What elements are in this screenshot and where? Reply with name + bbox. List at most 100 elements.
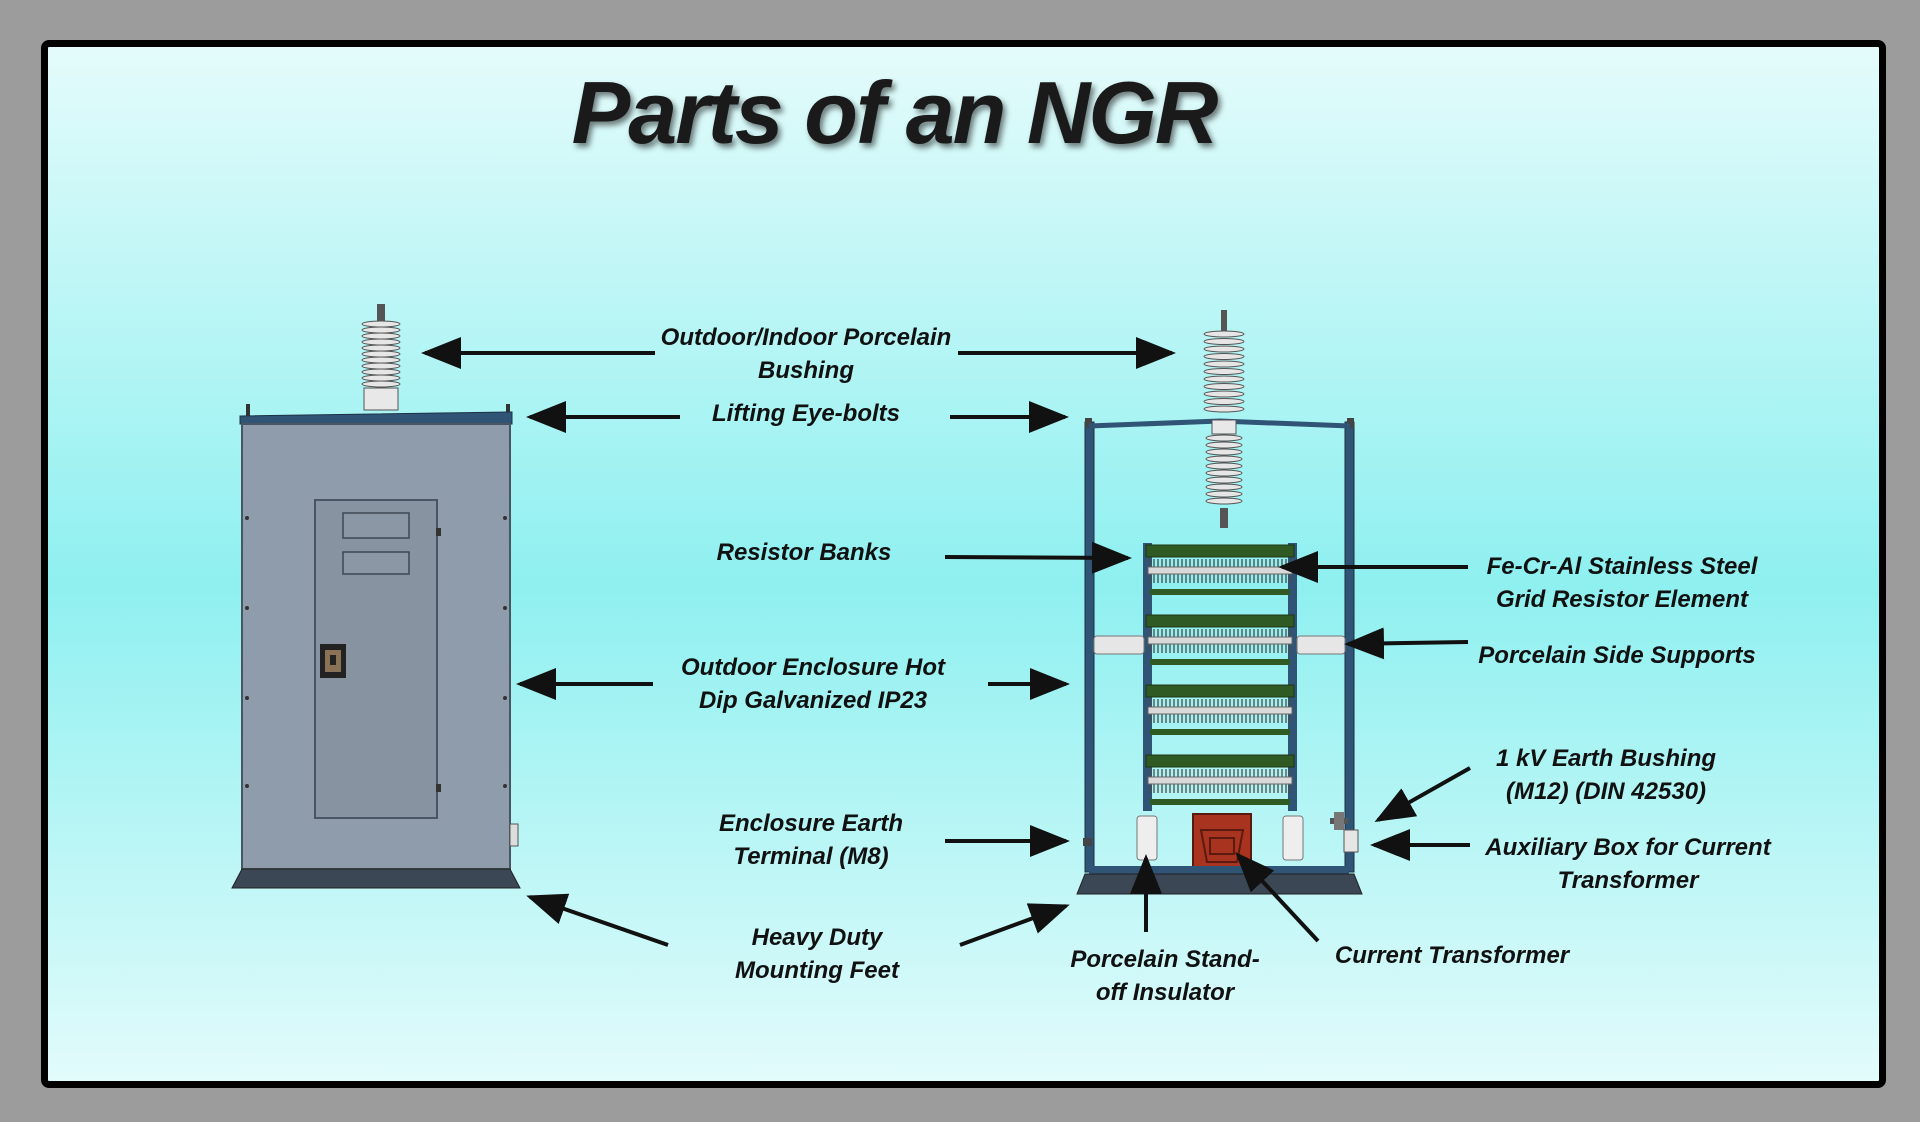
label-mounting-feet-line2: Mounting Feet — [735, 957, 899, 984]
label-outdoor-enclosure-line1: Outdoor Enclosure Hot — [681, 654, 945, 681]
label-enclosure-earth-terminal: Enclosure Earth Terminal (M8) — [611, 807, 1011, 873]
bushing-shed — [1205, 490, 1243, 498]
resistor-bank-stack — [1143, 543, 1297, 811]
bushing-shed — [1203, 338, 1245, 345]
label-lifting-eyebolts: Lifting Eye-bolts — [606, 397, 1006, 430]
bushing-shed — [1203, 360, 1245, 368]
frame-eyebolt-right — [1347, 418, 1354, 428]
label-standoff-insulator: Porcelain Stand- off Insulator — [1015, 943, 1315, 1009]
label-aux-box-line2: Transformer — [1557, 867, 1699, 894]
bushing-shed — [361, 374, 401, 382]
label-grid-resistor-element-line1: Fe-Cr-Al Stainless Steel — [1486, 553, 1758, 580]
bushing-shed — [361, 350, 401, 358]
door-hinge-bottom — [436, 784, 441, 792]
bushing-shed — [1205, 462, 1243, 470]
label-earth-bushing-line1: 1 kV Earth Bushing — [1495, 745, 1717, 772]
cabinet-roof — [239, 411, 513, 425]
cabinet-eyebolt-left — [246, 404, 250, 418]
bushing-shed — [1203, 405, 1245, 413]
resistor-bank — [1145, 544, 1295, 595]
label-current-transformer: Current Transformer — [1302, 939, 1602, 972]
label-porcelain-bushing-line1: Outdoor/Indoor Porcelain — [660, 324, 952, 351]
bushing-shed — [1205, 434, 1243, 442]
arrow-current-transformer — [1235, 852, 1320, 943]
label-aux-box: Auxiliary Box for Current Transformer — [1478, 831, 1778, 897]
label-lifting-eyebolts-line1: Lifting Eye-bolts — [712, 400, 900, 427]
bushing-shed — [1205, 448, 1243, 456]
label-mounting-feet-line1: Heavy Duty — [751, 924, 883, 951]
cabinet-earth-terminal — [509, 823, 519, 847]
porcelain-standoff-insulator-left — [1136, 815, 1158, 861]
cabinet-mounting-feet — [231, 868, 521, 889]
bushing-shed — [361, 368, 401, 376]
bushing-shed — [1203, 390, 1245, 398]
frame-eyebolt-left — [1085, 418, 1092, 428]
bushing-shed — [1205, 483, 1243, 491]
porcelain-standoff-insulator-right — [1282, 815, 1304, 861]
earth-bushing — [1330, 812, 1348, 830]
arrow-side-supports — [1344, 627, 1469, 660]
label-enclosure-earth-terminal-line1: Enclosure Earth — [718, 810, 904, 837]
aux-box-current-transformer — [1343, 829, 1359, 853]
cabinet-body-rivets — [245, 516, 507, 788]
door-hinge-top — [436, 528, 441, 536]
label-porcelain-side-supports: Porcelain Side Supports — [1467, 639, 1767, 672]
bushing-shed — [361, 326, 401, 334]
label-mounting-feet: Heavy Duty Mounting Feet — [617, 921, 1017, 987]
label-standoff-insulator-line2: off Insulator — [1095, 979, 1235, 1006]
bushing-shed — [1205, 497, 1243, 505]
label-current-transformer-line1: Current Transformer — [1334, 942, 1570, 969]
frame-right-post — [1344, 421, 1355, 873]
label-grid-resistor-element: Fe-Cr-Al Stainless Steel Grid Resistor E… — [1472, 550, 1772, 616]
arrow-earth-bushing — [1374, 766, 1471, 822]
enclosure-earth-terminal — [1083, 838, 1092, 846]
bushing-shed — [1205, 469, 1243, 477]
bushing-shed — [1203, 383, 1245, 390]
diagram-title: Parts of an NGR — [571, 63, 1219, 162]
label-porcelain-bushing-line2: Bushing — [758, 357, 854, 384]
bushing-shed — [361, 380, 401, 388]
label-enclosure-earth-terminal-line2: Terminal (M8) — [733, 843, 889, 870]
bushing-shed — [1203, 345, 1245, 353]
cabinet-eyebolt-right — [506, 404, 510, 418]
frame-base-rail — [1089, 866, 1349, 874]
label-outdoor-enclosure: Outdoor Enclosure Hot Dip Galvanized IP2… — [613, 651, 1013, 717]
current-transformer — [1192, 813, 1252, 873]
label-resistor-banks-line1: Resistor Banks — [716, 539, 892, 566]
bushing-shed — [361, 362, 401, 370]
bushing-shed — [1203, 353, 1245, 360]
frame-mounting-feet — [1076, 873, 1363, 895]
bushing-shed — [361, 332, 401, 340]
open-frame-ngr — [1076, 310, 1363, 895]
label-earth-bushing-line2: (M12) (DIN 42530) — [1505, 778, 1707, 805]
bushing-shed — [1203, 330, 1245, 338]
bushing-shed — [1205, 476, 1243, 484]
frame-porcelain-bushing — [1203, 310, 1245, 528]
cabinet-porcelain-bushing — [361, 304, 401, 411]
bushing-shed — [1203, 398, 1245, 405]
label-aux-box-line1: Auxiliary Box for Current — [1485, 834, 1771, 861]
resistor-bank — [1145, 684, 1295, 735]
label-standoff-insulator-line1: Porcelain Stand- — [1070, 946, 1260, 973]
bushing-shed — [361, 356, 401, 364]
porcelain-side-supports — [1093, 635, 1346, 655]
arrow-mounting-feet-right — [959, 903, 1070, 947]
bushing-shed — [361, 320, 401, 328]
enclosed-ngr-cabinet — [231, 304, 521, 889]
label-resistor-banks: Resistor Banks — [604, 536, 1004, 569]
bushing-shed — [361, 338, 401, 346]
resistor-bank — [1145, 754, 1295, 805]
door-vent-top — [342, 512, 410, 539]
arrow-mounting-feet-left — [526, 893, 669, 947]
callout-arrows — [421, 337, 1471, 947]
label-porcelain-side-supports-line1: Porcelain Side Supports — [1478, 642, 1756, 669]
bushing-shed — [1205, 455, 1243, 463]
arrow-resistor-banks — [944, 541, 1132, 574]
bushing-shed — [1205, 441, 1243, 449]
label-grid-resistor-element-line2: Grid Resistor Element — [1495, 586, 1749, 613]
bushing-shed — [1203, 368, 1245, 375]
door-handle — [320, 644, 346, 678]
label-outdoor-enclosure-line2: Dip Galvanized IP23 — [698, 687, 928, 714]
bushing-shed — [1203, 375, 1245, 383]
